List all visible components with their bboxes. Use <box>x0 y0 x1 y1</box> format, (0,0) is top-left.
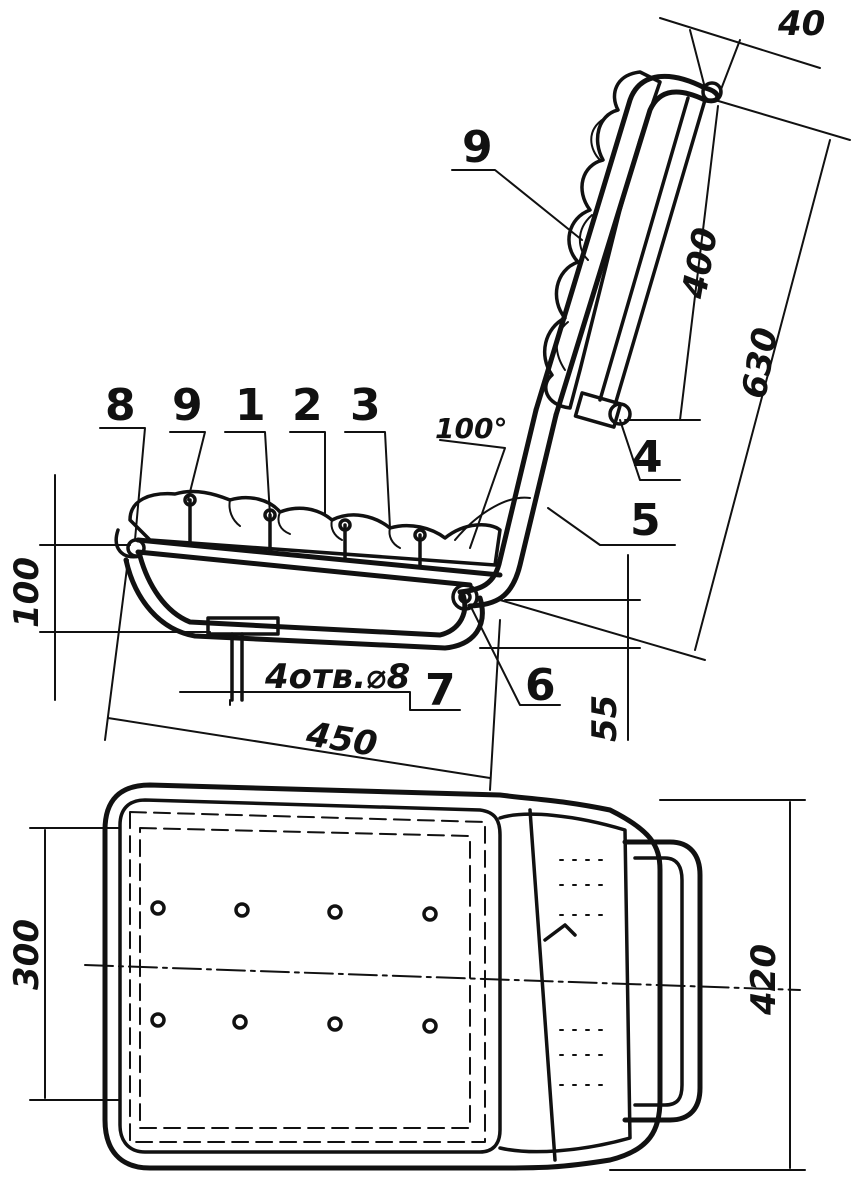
dim-420-label: 420 <box>744 944 784 1016</box>
seat-board <box>114 493 503 588</box>
dim-40-label: 40 <box>777 4 825 44</box>
dim-100: 100 <box>7 474 211 701</box>
callout-3: 3 <box>350 380 381 431</box>
callout-9-back: 9 <box>462 122 493 173</box>
dim-55-label: 55 <box>585 695 625 742</box>
backrest-frame <box>457 73 721 609</box>
dim-100-label: 100 <box>7 557 47 628</box>
dim-630: 630 <box>499 99 851 661</box>
callout-8: 8 <box>105 380 136 431</box>
plan-view: 300 420 <box>7 782 806 1171</box>
callout-5: 5 <box>630 495 661 546</box>
callout-2: 2 <box>292 380 323 431</box>
mounting-plate-7 <box>206 616 280 702</box>
angle-label: 100° <box>435 412 507 445</box>
dim-300: 300 <box>7 827 121 1101</box>
holes-label: 4отв.⌀8 <box>264 657 410 697</box>
dim-630-label: 630 <box>734 325 786 402</box>
callout-1: 1 <box>235 380 266 431</box>
dim-40: 40 <box>659 4 825 93</box>
dim-400-label: 400 <box>674 225 726 303</box>
callout-6: 6 <box>525 660 556 711</box>
dim-300-label: 300 <box>7 919 47 990</box>
back-tab-icon <box>543 923 577 942</box>
callout-4: 4 <box>632 432 663 483</box>
seat-cushion <box>128 489 502 567</box>
dim-420: 420 <box>609 799 806 1171</box>
holes-note: 4отв.⌀8 <box>179 657 461 711</box>
seat-frame <box>123 538 485 651</box>
callout-leaders <box>99 169 681 706</box>
dim-55: 55 <box>479 554 641 742</box>
callout-7: 7 <box>425 665 456 716</box>
seat-holes <box>150 900 438 1034</box>
callout-9-seat: 9 <box>172 380 203 431</box>
bracket-4 <box>573 391 632 429</box>
dim-angle: 100° <box>435 412 531 549</box>
side-view: 40 400 630 100° 100 <box>7 4 851 791</box>
back-perforations <box>559 859 611 1086</box>
dim-450-label: 450 <box>303 714 380 765</box>
backrest-cushion <box>542 70 662 410</box>
centerline <box>84 964 801 991</box>
